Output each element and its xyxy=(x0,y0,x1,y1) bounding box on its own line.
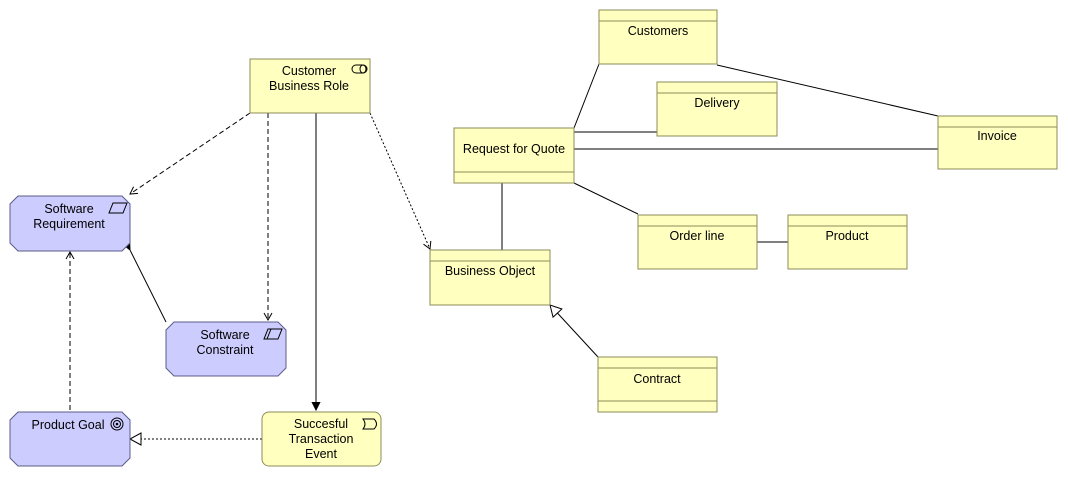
customer-business-role[interactable]: Customer Business Role xyxy=(249,58,371,114)
product-label: Product xyxy=(825,229,869,243)
role-label-line2: Business Role xyxy=(269,79,349,93)
contract-label: Contract xyxy=(633,372,681,386)
invoice-object[interactable]: Invoice xyxy=(937,115,1058,170)
requirement-label-line1: Software xyxy=(44,202,93,216)
successful-transaction-event[interactable]: Succesful Transaction Event xyxy=(261,411,382,467)
software-requirement[interactable]: Software Requirement xyxy=(9,195,131,252)
goal-icon xyxy=(110,417,124,431)
event-label-line3: Event xyxy=(305,447,337,461)
composition-orderline-rfq[interactable] xyxy=(574,183,639,215)
requirement-icon xyxy=(108,202,128,214)
association-rfq-customers[interactable] xyxy=(573,63,600,129)
constraint-label-line1: Software xyxy=(200,328,249,342)
invoice-label: Invoice xyxy=(977,129,1017,143)
influence-role-to-requirement[interactable] xyxy=(129,112,251,195)
request-for-quote-object[interactable]: Request for Quote xyxy=(453,127,575,184)
business-object-label: Business Object xyxy=(445,264,536,278)
association-customers-invoice[interactable] xyxy=(716,64,939,117)
constraint-icon xyxy=(263,328,283,340)
specialization-contract-business-object[interactable] xyxy=(549,304,599,358)
customers-label: Customers xyxy=(628,24,688,38)
event-label-line1: Succesful xyxy=(294,417,348,431)
business-object[interactable]: Business Object xyxy=(429,249,551,306)
request-for-quote-label: Request for Quote xyxy=(463,142,565,156)
event-label-line2: Transaction xyxy=(289,432,354,446)
connections xyxy=(65,63,939,446)
event-icon xyxy=(361,418,377,430)
access-role-to-business-object[interactable] xyxy=(369,112,432,250)
requirement-label-line2: Requirement xyxy=(33,217,105,231)
composition-constraint-requirement[interactable] xyxy=(130,250,167,323)
order-line-object[interactable]: Order line xyxy=(637,214,758,270)
customers-object[interactable]: Customers xyxy=(598,9,718,65)
product-object[interactable]: Product xyxy=(787,214,908,270)
role-icon xyxy=(351,64,368,74)
role-label-line1: Customer xyxy=(282,64,336,78)
product-goal-label: Product Goal xyxy=(32,418,105,432)
order-line-label: Order line xyxy=(670,229,725,243)
constraint-label-line2: Constraint xyxy=(197,343,254,357)
software-constraint[interactable]: Software Constraint xyxy=(165,321,287,377)
delivery-label: Delivery xyxy=(694,96,740,110)
delivery-object[interactable]: Delivery xyxy=(656,81,778,137)
contract-object[interactable]: Contract xyxy=(597,356,718,413)
product-goal[interactable]: Product Goal xyxy=(9,411,131,467)
